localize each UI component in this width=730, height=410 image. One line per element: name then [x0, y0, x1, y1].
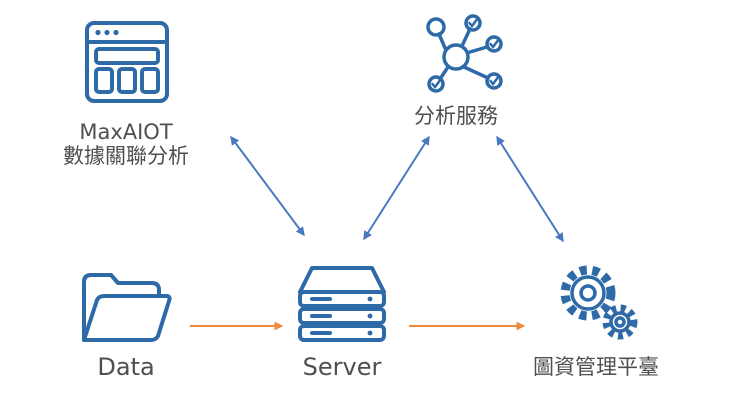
server-label: Server: [302, 353, 382, 381]
folder-icon: [82, 273, 172, 342]
platform-label: 圖資管理平臺: [533, 355, 659, 379]
arrow-server-analysis: [363, 135, 430, 241]
server-icon: [298, 266, 386, 342]
arrow-analysis-platform: [496, 135, 564, 243]
browser-window-icon: [85, 21, 169, 103]
data-label: Data: [97, 353, 155, 381]
arrow-maxaiot-server: [230, 135, 305, 237]
gears-icon: [560, 265, 638, 340]
maxaiot-label-line-2: 數據關聯分析: [63, 144, 189, 169]
analysis-label: 分析服務: [414, 104, 498, 128]
network-hub-icon: [426, 14, 503, 93]
maxaiot-label: MaxAIOT 數據關聯分析: [40, 120, 212, 168]
maxaiot-label-line-1: MaxAIOT: [79, 120, 173, 144]
